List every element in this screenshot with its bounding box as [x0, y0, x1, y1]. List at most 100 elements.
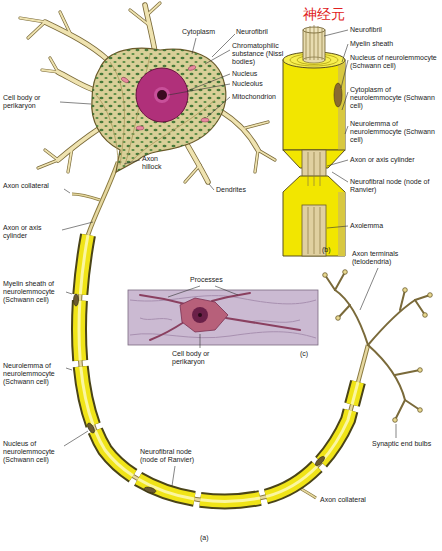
part-label: Axon collateral — [3, 182, 65, 190]
micrograph — [226, 318, 300, 330]
part-label: Dendrites — [216, 186, 261, 194]
axon-terminal — [395, 370, 420, 375]
dendrite — [258, 150, 275, 160]
micrograph — [128, 290, 318, 345]
schwann-nucleus — [86, 422, 96, 434]
myelinated-fiber-section — [283, 176, 345, 256]
cell-body — [157, 90, 167, 100]
dendrite — [255, 150, 258, 172]
myelinated-fiber-section — [306, 25, 322, 60]
dendrite — [130, 10, 149, 25]
synaptic-end-bulb — [403, 288, 408, 293]
myelinated-fiber-section — [308, 152, 320, 254]
axon — [72, 162, 368, 501]
axon — [79, 235, 368, 501]
myelinated-fiber-section — [320, 207, 321, 254]
leader-line — [168, 286, 200, 297]
leader-line — [207, 97, 230, 117]
leader-line — [66, 292, 72, 294]
leader-line — [192, 38, 196, 54]
part-label: Axon collateral — [320, 496, 390, 504]
leader-line — [341, 60, 348, 88]
synaptic-end-bulb — [336, 316, 341, 321]
cell-body — [136, 126, 144, 130]
myelinated-fiber-section — [318, 26, 319, 60]
synaptic-end-bulb — [323, 270, 433, 423]
micrograph — [198, 313, 202, 317]
cell-body — [121, 76, 130, 83]
dendrite — [45, 5, 258, 182]
leader-line — [396, 424, 397, 438]
dendrite — [245, 122, 268, 128]
synaptic-end-bulb — [418, 408, 423, 413]
cell-body — [121, 65, 209, 130]
leader-line — [324, 30, 348, 36]
leader-line — [124, 160, 140, 164]
part-label: Myelin sheath — [350, 40, 438, 48]
dendrite — [185, 165, 200, 182]
part-label: Neurolemma of neurolemmocyte (Schwann ce… — [350, 120, 438, 144]
part-label: Nucleus of neurolemmocyte (Schwann cell) — [350, 54, 438, 70]
axon — [72, 194, 100, 200]
dendrite — [147, 3, 160, 15]
leader-line — [60, 30, 396, 486]
myelinated-fiber-section — [314, 25, 315, 60]
myelin-sheath — [79, 235, 358, 501]
axon — [79, 235, 368, 501]
dendrite — [58, 72, 94, 90]
leader-line — [62, 222, 93, 230]
cell-body — [201, 118, 209, 122]
leader-line — [327, 160, 348, 166]
part-label: Cytoplasm of neurolemmocyte (Schwann cel… — [350, 86, 438, 110]
cell-body — [188, 65, 197, 71]
dendrite — [38, 160, 58, 168]
dendrite — [185, 165, 200, 182]
cell-body — [96, 95, 118, 165]
leader-line — [187, 74, 230, 91]
dendrite — [50, 58, 58, 72]
part-label: Nucleus — [232, 70, 282, 78]
cell-body — [136, 68, 188, 122]
myelin-sheath — [79, 235, 358, 501]
part-label: Neurofibril — [350, 26, 438, 34]
dendrite — [38, 160, 58, 168]
axon-terminal — [368, 345, 405, 400]
myelinated-fiber-section — [322, 28, 323, 60]
dendrite — [45, 150, 58, 160]
panel-label: (a) — [200, 534, 220, 542]
dendrite — [68, 148, 72, 172]
myelinated-fiber-section — [283, 25, 345, 256]
myelinated-fiber-section — [314, 152, 315, 186]
dendrite — [58, 128, 100, 160]
dendrite — [58, 128, 100, 160]
synaptic-end-bulb — [323, 273, 328, 278]
part-label: Myelin sheath of neurolemmocyte (Schwann… — [3, 280, 65, 304]
micrograph — [140, 318, 172, 320]
schwann-nucleus — [144, 486, 157, 494]
leader-line — [215, 286, 238, 295]
part-label: Neurolemma of neurolemmocyte (Schwann ce… — [3, 362, 65, 386]
synaptic-end-bulb — [393, 418, 398, 423]
axon — [72, 194, 100, 200]
part-label: Nucleolus — [232, 80, 282, 88]
title: 神经元 — [303, 6, 345, 22]
dendrite — [50, 58, 58, 72]
part-label: Mitochondrion — [232, 93, 287, 101]
part-label: Cytoplasm — [182, 28, 232, 36]
myelinated-fiber-section — [283, 60, 345, 150]
dendrite — [45, 22, 108, 60]
dendrite — [45, 150, 58, 160]
cell-body — [92, 48, 226, 172]
dendrite — [28, 22, 45, 38]
myelinated-fiber-section — [320, 152, 321, 186]
cell-body — [154, 87, 170, 103]
cell-body — [92, 48, 226, 172]
myelinated-fiber-section — [314, 207, 315, 254]
leader-line — [205, 50, 230, 64]
dendrite — [42, 70, 58, 72]
part-label: Axon hillock — [142, 155, 174, 171]
micrograph — [250, 320, 300, 322]
axon-terminal — [395, 400, 405, 420]
part-label: Axon or axis cylinder — [3, 224, 63, 240]
